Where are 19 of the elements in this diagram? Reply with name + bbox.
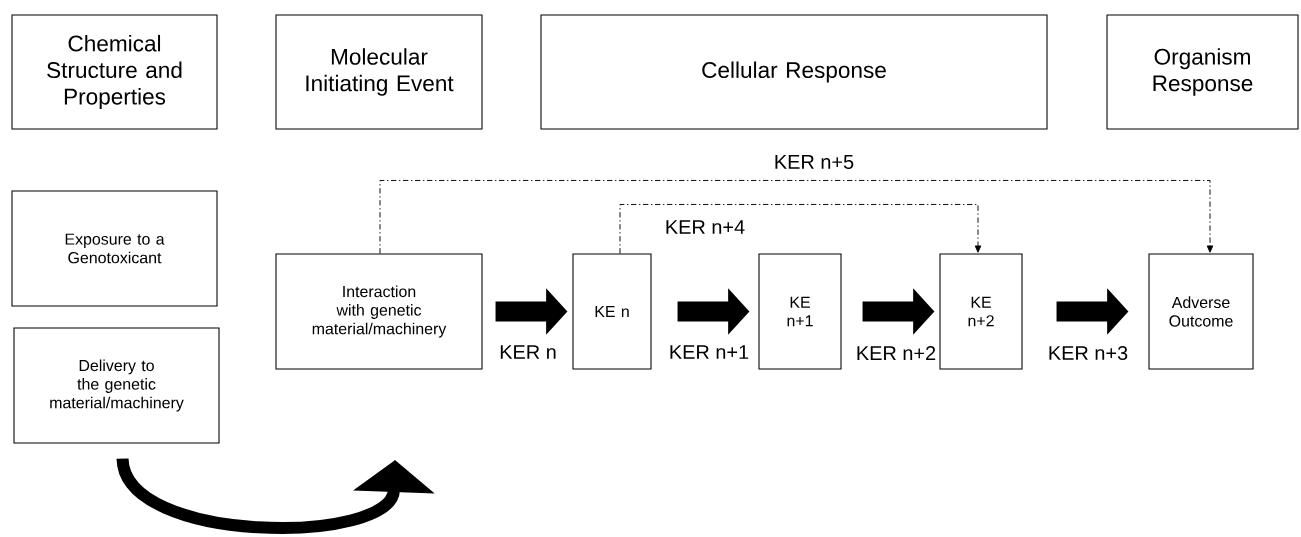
stage-header-box: Cellular Response <box>540 14 1048 130</box>
edge-label: KER n+3 <box>1046 344 1130 362</box>
dashed-arrow <box>619 204 982 254</box>
event-box: KE n+1 <box>758 253 842 370</box>
edge-label: KER n+5 <box>772 153 856 171</box>
event-box: Interaction with genetic material/machinery <box>275 253 483 370</box>
event-box: Adverse Outcome <box>1148 253 1254 370</box>
edge-label: KER n+4 <box>663 218 747 236</box>
event-box: Delivery to the genetic material/machinery <box>13 327 220 444</box>
event-box: KE n+2 <box>939 253 1023 370</box>
stage-header-box: Molecular Initiating Event <box>275 14 483 130</box>
event-box: Exposure to a Genotoxicant <box>11 190 218 307</box>
stage-header-box: Organism Response <box>1106 14 1299 130</box>
event-box: KE n <box>572 253 652 370</box>
dashed-arrow <box>379 180 1214 254</box>
edge-label: KER n+2 <box>854 344 938 362</box>
edge-label: KER n <box>497 343 559 361</box>
stage-header-box: Chemical Structure and Properties <box>11 14 218 130</box>
edge-label: KER n+1 <box>667 343 751 361</box>
